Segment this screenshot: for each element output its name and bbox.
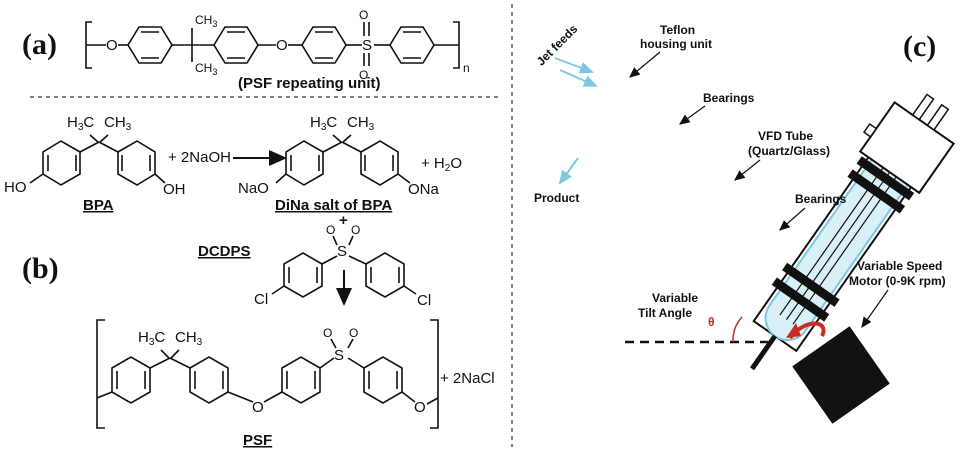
water: + H (421, 155, 445, 172)
svg-text:O: O (359, 8, 368, 22)
svg-text:CH3: CH3 (347, 114, 375, 133)
dina-label: DiNa salt of BPA (275, 197, 392, 214)
oxygen-2: O (276, 37, 288, 54)
motor-label-2: Motor (0-9K rpm) (849, 274, 946, 288)
psf-oxygen-2: O (414, 399, 426, 416)
methyl-bottom: CH (195, 61, 212, 75)
sulfur-a: S (362, 37, 372, 54)
bearing-upper (847, 169, 906, 214)
bpa-oh: OH (163, 181, 186, 198)
tilt-angle-arc (732, 316, 743, 343)
svg-text:H3C: H3C (138, 329, 165, 348)
bearings-top-label: Bearings (703, 91, 755, 105)
svg-text:H3C: H3C (67, 114, 94, 133)
psf-polymer: H3C CH3 O S O O O + 2NaCl PSF (96, 319, 495, 449)
vfd-tube-label-2: (Quartz/Glass) (748, 144, 830, 158)
subscript-n: n (463, 61, 470, 75)
dina-salt-molecule: H3C CH3 NaO ONa DiNa salt of BPA (238, 114, 440, 214)
nacl-byproduct: + 2NaCl (440, 370, 495, 387)
vfd-apparatus: θ (534, 22, 956, 424)
dina-nao: NaO (238, 180, 269, 197)
motor-label-1: Variable Speed (857, 259, 942, 273)
psf-oxygen-1: O (252, 399, 264, 416)
plus-sign: + (339, 212, 348, 229)
bpa-ho: HO (4, 179, 27, 196)
psf-label: PSF (243, 432, 272, 449)
panel-label-b: (b) (22, 252, 59, 285)
teflon-housing (858, 100, 956, 195)
bpa-label: BPA (83, 197, 114, 214)
svg-text:O: O (323, 326, 332, 340)
bearings-bottom-label: Bearings (795, 192, 847, 206)
teflon-label-2: housing unit (640, 37, 712, 51)
bearing-lower (771, 277, 830, 322)
teflon-label-1: Teflon (660, 23, 695, 37)
svg-text:H3C: H3C (310, 114, 337, 133)
cl-right: Cl (417, 292, 431, 309)
svg-text:CH3: CH3 (104, 114, 132, 133)
oxygen-1: O (106, 37, 118, 54)
dcdps-label: DCDPS (198, 243, 251, 260)
tilt-label-2: Tilt Angle (638, 306, 692, 320)
svg-text:CH3: CH3 (175, 329, 203, 348)
dcdps-molecule: DCDPS S O O Cl Cl (198, 223, 431, 309)
svg-text:+ H2O: + H2O (421, 155, 462, 174)
sulfur-b2: S (334, 347, 344, 364)
svg-text:O: O (349, 326, 358, 340)
reagent-naoh: + 2NaOH (168, 149, 231, 166)
tilt-label-1: Variable (652, 291, 698, 305)
svg-text:O: O (359, 68, 368, 82)
methyl-top: CH (195, 13, 212, 27)
panel-label-c: (c) (903, 30, 936, 63)
dina-ona: ONa (408, 181, 440, 198)
svg-text:CH3: CH3 (195, 61, 217, 77)
theta-symbol: θ (708, 315, 715, 329)
bpa-molecule: H3C CH3 HO OH BPA (4, 114, 186, 214)
vfd-tube-label-1: VFD Tube (758, 129, 813, 143)
svg-text:CH3: CH3 (195, 13, 217, 29)
svg-text:O: O (326, 223, 335, 237)
motor-block (792, 326, 890, 424)
svg-text:O: O (351, 223, 360, 237)
cl-left: Cl (254, 291, 268, 308)
product-label: Product (534, 191, 579, 205)
sulfur-b1: S (337, 243, 347, 260)
psf-unit-caption: (PSF repeating unit) (238, 75, 381, 92)
jet-feeds-label: Jet feeds (534, 22, 581, 69)
panel-label-a: (a) (22, 28, 57, 61)
psf-repeating-unit: n O CH3 CH3 O S O O (85, 8, 470, 92)
